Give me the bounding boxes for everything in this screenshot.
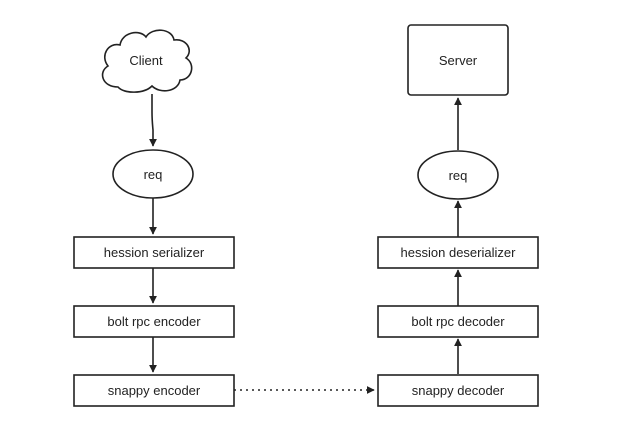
snappy-encoder-node: snappy encoder — [73, 374, 235, 407]
bolt-rpc-encoder-node: bolt rpc encoder — [73, 305, 235, 338]
client-cloud-node: Client — [101, 29, 193, 93]
req-right-label: req — [449, 168, 468, 183]
bolt-rpc-decoder-label: bolt rpc decoder — [411, 314, 505, 329]
hession-serializer-node: hession serializer — [73, 236, 235, 269]
server-label: Server — [439, 53, 478, 68]
edge-client-to-req — [149, 94, 157, 147]
server-node: Server — [407, 24, 509, 96]
bolt-rpc-decoder-node: bolt rpc decoder — [377, 305, 539, 338]
client-label: Client — [129, 53, 163, 68]
hession-serializer-label: hession serializer — [104, 245, 205, 260]
snappy-decoder-node: snappy decoder — [377, 374, 539, 407]
snappy-encoder-label: snappy encoder — [108, 383, 201, 398]
hession-deserializer-node: hession deserializer — [377, 236, 539, 269]
hession-deserializer-label: hession deserializer — [401, 245, 517, 260]
req-right-node: req — [417, 150, 499, 200]
req-left-node: req — [112, 149, 194, 199]
req-left-label: req — [144, 167, 163, 182]
bolt-rpc-encoder-label: bolt rpc encoder — [107, 314, 201, 329]
snappy-decoder-label: snappy decoder — [412, 383, 505, 398]
